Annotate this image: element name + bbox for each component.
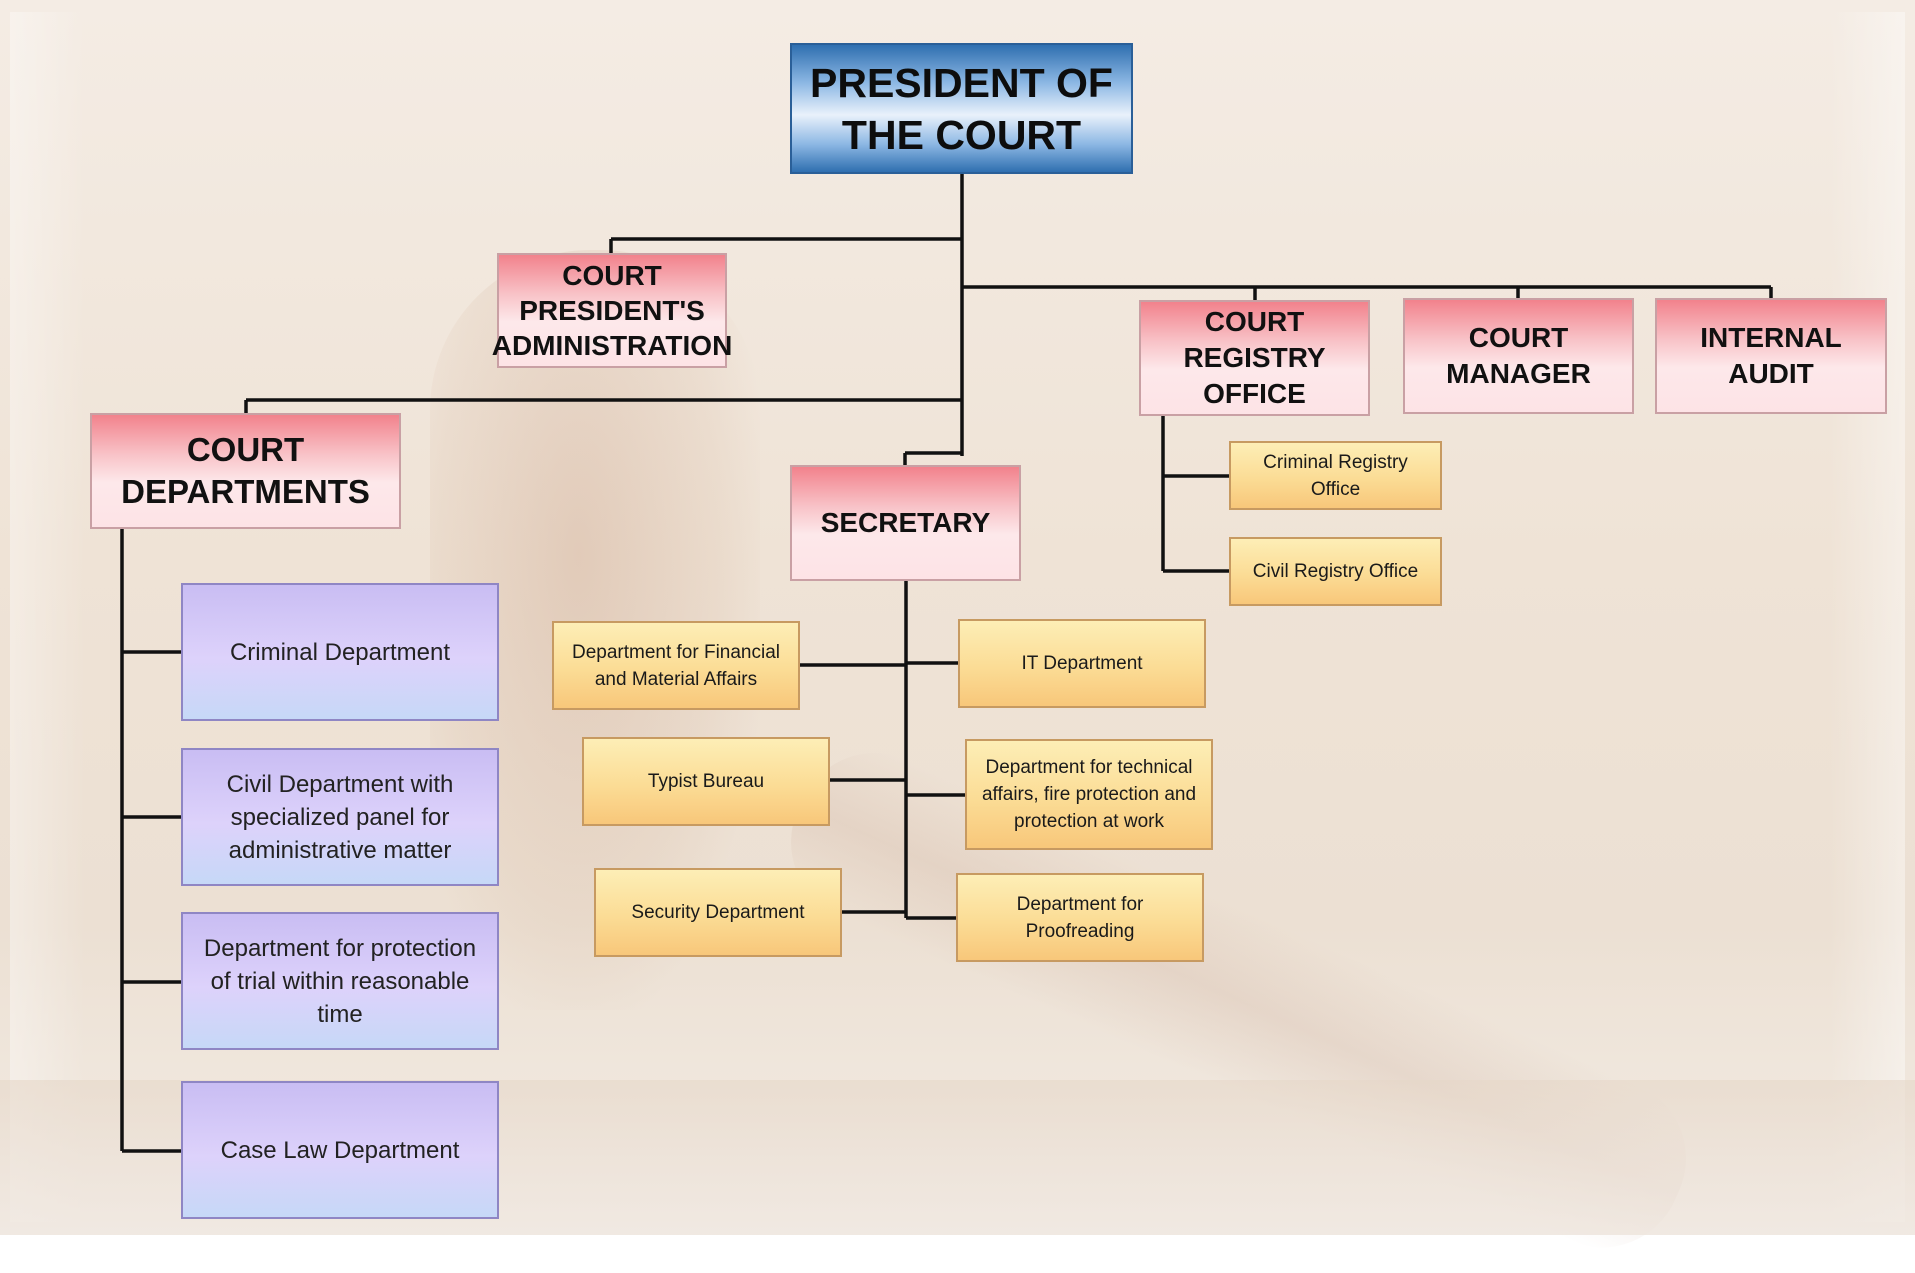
president-label: PRESIDENT OF THE COURT (810, 59, 1113, 158)
court-departments-label: COURT DEPARTMENTS (121, 431, 370, 510)
civil-registry-box: Civil Registry Office (1229, 537, 1442, 606)
manager-box: COURT MANAGER (1403, 298, 1634, 414)
typist-bureau-label: Typist Bureau (647, 771, 765, 792)
org-chart-connectors (120, 172, 1773, 1153)
technical-department-label: Department for technical affairs, fire p… (981, 757, 1197, 832)
it-department-box: IT Department (958, 619, 1206, 708)
audit-label: INTERNAL AUDIT (1700, 322, 1842, 389)
administration-label: COURT PRESIDENT'S ADMINISTRATION (491, 260, 733, 361)
financial-department-label: Department for Financial and Material Af… (571, 641, 781, 690)
typist-bureau-box: Typist Bureau (582, 737, 830, 826)
registry-label: COURT REGISTRY OFFICE (1183, 306, 1326, 409)
financial-department-box: Department for Financial and Material Af… (552, 621, 800, 710)
civil-department-box: Civil Department with specialized panel … (181, 748, 499, 886)
civil-department-label: Civil Department with specialized panel … (226, 770, 454, 864)
caselaw-department-label: Case Law Department (220, 1136, 460, 1164)
audit-box: INTERNAL AUDIT (1655, 298, 1887, 414)
registry-box: COURT REGISTRY OFFICE (1139, 300, 1370, 416)
security-department-box: Security Department (594, 868, 842, 957)
criminal-registry-label: Criminal Registry Office (1263, 451, 1408, 500)
proofreading-department-label: Department for Proofreading (1016, 893, 1144, 942)
protection-department-label: Department for protection of trial withi… (203, 934, 477, 1028)
secretary-box: SECRETARY (790, 465, 1021, 581)
court-departments-box: COURT DEPARTMENTS (90, 413, 401, 529)
technical-department-box: Department for technical affairs, fire p… (965, 739, 1213, 850)
secretary-label: SECRETARY (820, 507, 991, 538)
criminal-department-box: Criminal Department (181, 583, 499, 721)
manager-label: COURT MANAGER (1446, 322, 1591, 389)
protection-department-box: Department for protection of trial withi… (181, 912, 499, 1050)
proofreading-department-box: Department for Proofreading (956, 873, 1204, 962)
it-department-label: IT Department (1021, 653, 1143, 674)
security-department-label: Security Department (631, 902, 805, 923)
caselaw-department-box: Case Law Department (181, 1081, 499, 1219)
criminal-registry-box: Criminal Registry Office (1229, 441, 1442, 510)
civil-registry-label: Civil Registry Office (1252, 561, 1419, 582)
criminal-department-label: Criminal Department (229, 638, 451, 666)
administration-box: COURT PRESIDENT'S ADMINISTRATION (492, 253, 732, 368)
president-box: PRESIDENT OF THE COURT (790, 43, 1133, 174)
